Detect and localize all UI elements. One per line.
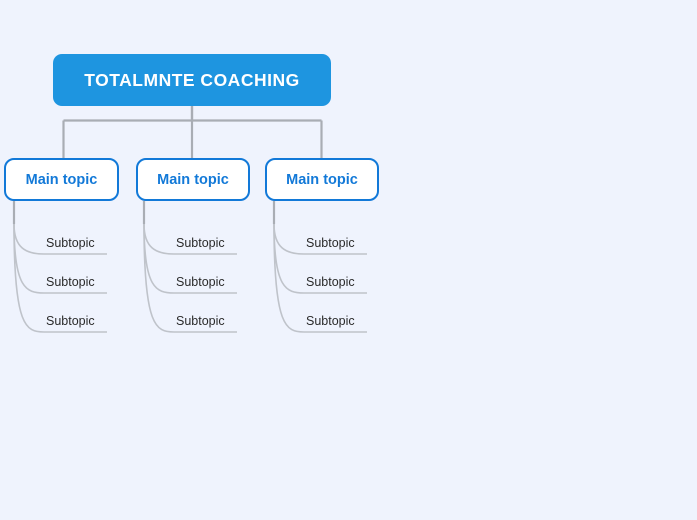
main-topic-node-2[interactable]: Main topic — [136, 158, 250, 201]
subtopic-label-3-1: Subtopic — [306, 236, 355, 250]
root-node[interactable]: TOTALMNTE COACHING — [53, 54, 331, 106]
subtopic-node-1-3[interactable]: Subtopic — [46, 310, 95, 332]
subtopic-label-2-1: Subtopic — [176, 236, 225, 250]
root-node-label: TOTALMNTE COACHING — [84, 69, 300, 90]
subtopic-label-1-1: Subtopic — [46, 236, 95, 250]
subtopic-node-2-1[interactable]: Subtopic — [176, 232, 225, 254]
main-topic-node-3[interactable]: Main topic — [265, 158, 379, 201]
main-topic-label-3: Main topic — [286, 171, 358, 188]
subtopic-node-3-2[interactable]: Subtopic — [306, 271, 355, 293]
subtopic-label-1-3: Subtopic — [46, 314, 95, 328]
subtopic-label-3-3: Subtopic — [306, 314, 355, 328]
subtopic-node-3-3[interactable]: Subtopic — [306, 310, 355, 332]
main-topic-label-2: Main topic — [157, 171, 229, 188]
subtopic-label-3-2: Subtopic — [306, 275, 355, 289]
main-topic-label-1: Main topic — [25, 171, 98, 188]
subtopic-label-2-2: Subtopic — [176, 275, 225, 289]
subtopic-node-3-1[interactable]: Subtopic — [306, 232, 355, 254]
main-topic-node-1[interactable]: Main topic — [4, 158, 119, 201]
subtopic-node-1-2[interactable]: Subtopic — [46, 271, 95, 293]
subtopic-node-1-1[interactable]: Subtopic — [46, 232, 95, 254]
subtopic-node-2-3[interactable]: Subtopic — [176, 310, 225, 332]
subtopic-label-1-2: Subtopic — [46, 275, 95, 289]
subtopic-node-2-2[interactable]: Subtopic — [176, 271, 225, 293]
subtopic-label-2-3: Subtopic — [176, 314, 225, 328]
